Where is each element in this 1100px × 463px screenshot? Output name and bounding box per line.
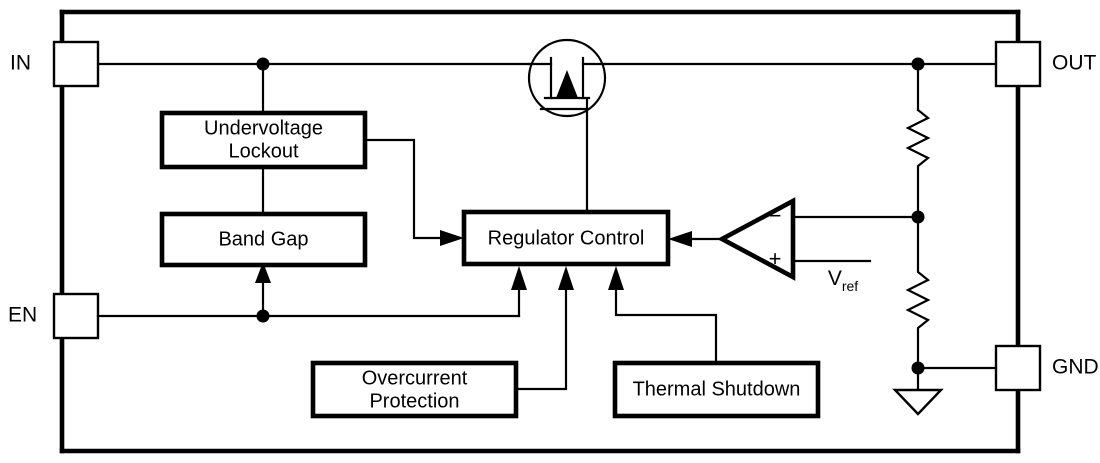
- opamp-inverting-sign: −: [769, 203, 782, 228]
- arrow-amp-to-regulator: [668, 231, 692, 247]
- pin-in-pad[interactable]: [52, 40, 100, 88]
- voltage-reference: Vref: [828, 267, 858, 294]
- feedback-resistor-divider: [892, 57, 998, 416]
- pin-en[interactable]: EN: [8, 292, 100, 340]
- ground-symbol: [892, 388, 944, 416]
- net-ocp-regulator-wire: [514, 288, 568, 391]
- thermal-shutdown-label: Thermal Shutdown: [633, 378, 801, 400]
- pin-en-label: EN: [8, 304, 37, 327]
- regulator-control-box[interactable]: [461, 209, 671, 267]
- opamp-noninverting-sign: +: [769, 246, 782, 271]
- block-band-gap[interactable]: Band Gap: [159, 211, 368, 268]
- pin-en-pad[interactable]: [52, 292, 100, 340]
- arrow-en-to-regulator: [511, 266, 527, 290]
- undervoltage-lockout-box[interactable]: [159, 110, 368, 170]
- block-thermal-shutdown[interactable]: Thermal Shutdown: [612, 360, 821, 419]
- overcurrent-protection-box[interactable]: [310, 360, 519, 419]
- pin-out[interactable]: OUT: [994, 40, 1097, 88]
- pin-gnd-pad[interactable]: [994, 344, 1042, 392]
- pin-out-label: OUT: [1052, 52, 1097, 75]
- block-overcurrent-protection[interactable]: Overcurrent Protection: [310, 360, 519, 419]
- arrow-ocp-to-regulator: [558, 266, 574, 290]
- pass-transistor-mosfet: [527, 38, 607, 118]
- pin-gnd[interactable]: GND: [994, 344, 1099, 392]
- pin-in[interactable]: IN: [10, 40, 100, 88]
- resistor-lower: [905, 215, 931, 370]
- pin-in-label: IN: [10, 52, 31, 75]
- vref-label: Vref: [828, 267, 858, 294]
- opamp-triangle: [717, 197, 796, 281]
- undervoltage-lockout-label-line2: Lockout: [228, 140, 298, 162]
- block-undervoltage-lockout[interactable]: Undervoltage Lockout: [159, 110, 368, 170]
- band-gap-box[interactable]: [159, 211, 368, 268]
- thermal-shutdown-box[interactable]: [612, 360, 821, 419]
- error-amplifier-opamp: − +: [668, 197, 920, 281]
- pin-gnd-label: GND: [1052, 356, 1099, 379]
- arrow-en-to-bandgap: [255, 262, 271, 283]
- mosfet-body-arrow: [556, 70, 578, 98]
- arrow-uvlo-to-regulator: [440, 230, 464, 246]
- net-tsd-regulator-wire: [614, 288, 718, 365]
- resistor-upper: [905, 108, 931, 219]
- arrow-tsd-to-regulator: [608, 266, 624, 290]
- vref-subscript: ref: [842, 278, 858, 294]
- net-uvlo-regulator-wire: [363, 138, 444, 240]
- pin-out-pad[interactable]: [994, 40, 1042, 88]
- band-gap-label: Band Gap: [218, 228, 308, 250]
- undervoltage-lockout-label-line1: Undervoltage: [204, 117, 323, 139]
- block-regulator-control[interactable]: Regulator Control: [461, 209, 671, 267]
- overcurrent-protection-label-line2: Protection: [369, 390, 459, 412]
- vref-symbol: V: [828, 267, 842, 290]
- overcurrent-protection-label-line1: Overcurrent: [362, 367, 468, 389]
- regulator-control-label: Regulator Control: [488, 227, 645, 249]
